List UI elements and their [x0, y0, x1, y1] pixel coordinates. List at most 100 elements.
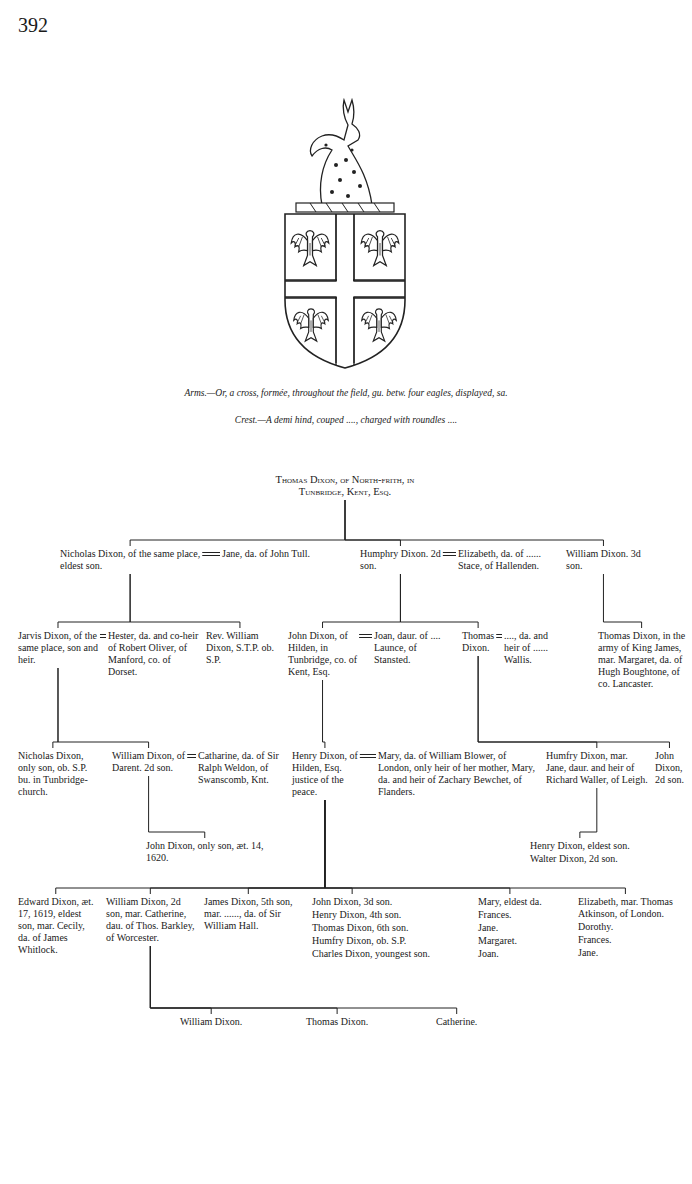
pedigree-line [53, 668, 58, 748]
pedigree-entry: William Dixon, of Darent. 2d son. [112, 750, 186, 774]
pedigree-line [400, 574, 478, 628]
pedigree-entry: Mary, da. of William Blower, of London, … [378, 750, 540, 798]
pedigree-entry: Edward Dixon, æt. 17, 1619, eldest son, … [18, 896, 98, 956]
pedigree-entry: Catharine, da. of Sir Ralph Weldon, of S… [198, 750, 286, 786]
pedigree-line [130, 574, 240, 628]
pedigree-entry: Jane. [478, 922, 570, 934]
person-text: ...., da. and heir of ...... Wallis. [504, 630, 562, 666]
person-text: Elizabeth, da. of ...... Stace, of Halle… [458, 548, 554, 572]
pedigree-line [478, 656, 597, 748]
pedigree-line [345, 500, 400, 546]
person-text: Frances. [578, 934, 688, 946]
pedigree-entry: Thomas Dixon, in the army of King James,… [598, 630, 688, 690]
person-text: Humphry Dixon. 2d son. [360, 548, 444, 572]
person-text: Nicholas Dixon, of the same place, eldes… [60, 548, 212, 572]
pedigree-entry: Elizabeth, mar. Thomas Atkinson, of Lond… [578, 896, 688, 920]
pedigree-entry: Humfry Dixon, ob. S.P. [312, 935, 462, 947]
pedigree-line [325, 800, 352, 894]
pedigree-entry: Jarvis Dixon, of the same place, son and… [18, 630, 100, 666]
pedigree-entry: Jane. [578, 947, 688, 959]
pedigree-entry: Thomas Dixon. [462, 630, 496, 654]
pedigree-line [202, 553, 220, 556]
pedigree-entry: John Dixon, of Hilden, in Tunbridge, co.… [288, 630, 364, 678]
pedigree-entry: Frances. [578, 934, 688, 946]
pedigree-line [443, 553, 456, 556]
arms-blazon: Arms.—Or, a cross, formée, throughout th… [20, 388, 672, 398]
person-text: William Dixon. [180, 1016, 270, 1028]
person-text: Humfry Dixon, mar. Jane, daur. and heir … [546, 750, 650, 786]
pedigree-line [359, 635, 372, 638]
page-number: 392 [18, 14, 78, 37]
person-text: Thomas Dixon. [306, 1016, 396, 1028]
pedigree-entry: Margaret. [478, 935, 570, 947]
pedigree-line [323, 574, 401, 628]
pedigree-entry: William Dixon, 2d son, mar. Catherine, d… [106, 896, 196, 944]
person-text: John Dixon, of Hilden, in Tunbridge, co.… [288, 630, 364, 678]
pedigree-entry: William Dixon. [180, 1016, 270, 1028]
person-text: William Dixon, of Darent. 2d son. [112, 750, 186, 774]
pedigree-entry: ...., da. and heir of ...... Wallis. [504, 630, 562, 666]
person-text: Joan, daur. of .... Launce, of Stansted. [374, 630, 454, 666]
person-text: Elizabeth, mar. Thomas Atkinson, of Lond… [578, 896, 688, 920]
pedigree-entry: Charles Dixon, youngest son. [312, 948, 462, 960]
person-text: Thomas Dixon, in the army of King James,… [598, 630, 688, 690]
person-text: James Dixon, 5th son, mar. ......, da. o… [204, 896, 302, 932]
person-text: John Dixon, 2d son. [655, 750, 689, 786]
pedigree-line [325, 800, 510, 894]
person-text: Thomas Dixon. [462, 630, 496, 654]
pedigree-entry: John Dixon, only son, æt. 14, 1620. [146, 840, 266, 864]
pedigree-entry: Rev. William Dixon, S.T.P. ob. S.P. [206, 630, 280, 666]
person-text: Jane, da. of John Tull. [222, 548, 330, 560]
pedigree-line [56, 800, 325, 894]
pedigree-entry: Walter Dixon, 2d son. [530, 853, 670, 865]
person-text: Catharine, da. of Sir Ralph Weldon, of S… [198, 750, 286, 786]
pedigree-line [187, 755, 196, 758]
pedigree-line [58, 574, 130, 628]
person-text: William Dixon. 3d son. [566, 548, 642, 572]
person-text: Jane. [478, 922, 570, 934]
pedigree-entry: Nicholas Dixon, of the same place, eldes… [60, 548, 212, 572]
pedigree-line [149, 776, 205, 838]
pedigree-entry: William Dixon. 3d son. [566, 548, 642, 572]
person-text: Thomas Dixon, of North-frith, in Tunbrid… [262, 474, 428, 498]
person-text: Frances. [478, 909, 570, 921]
pedigree-entry: Henry Dixon, of Hilden, Esq. justice of … [292, 750, 370, 798]
pedigree-line [323, 680, 325, 748]
pedigree-line [496, 635, 502, 638]
person-text: Henry Dixon, eldest son. [530, 840, 670, 852]
pedigree-line [580, 788, 597, 838]
person-text: Walter Dixon, 2d son. [530, 853, 670, 865]
pedigree-entry: Joan. [478, 948, 570, 960]
pedigree-entry: Hester, da. and co-heir of Robert Oliver… [108, 630, 200, 678]
pedigree-entry: Humfry Dixon, mar. Jane, daur. and heir … [546, 750, 650, 786]
pedigree-entry: Humphry Dixon. 2d son. [360, 548, 444, 572]
pedigree-line [100, 635, 106, 638]
pedigree-entry: James Dixon, 5th son, mar. ......, da. o… [204, 896, 302, 932]
person-text: Henry Dixon, of Hilden, Esq. justice of … [292, 750, 370, 798]
pedigree-entry: Henry Dixon, eldest son. [530, 840, 670, 852]
pedigree-line [150, 946, 337, 1014]
pedigree-line [150, 946, 211, 1014]
person-text: Dorothy. [578, 921, 688, 933]
person-text: William Dixon, 2d son, mar. Catherine, d… [106, 896, 196, 944]
person-text: Rev. William Dixon, S.T.P. ob. S.P. [206, 630, 280, 666]
person-text: Nicholas Dixon, only son, ob. S.P. bu. i… [18, 750, 102, 798]
pedigree-entry: Elizabeth, da. of ...... Stace, of Halle… [458, 548, 554, 572]
pedigree-entry: John Dixon, 3d son. [312, 896, 462, 908]
pedigree-line [130, 500, 345, 546]
pedigree-entry: Henry Dixon, 4th son. [312, 909, 462, 921]
pedigree-line [58, 668, 149, 748]
pedigree-entry: Mary, eldest da. [478, 896, 570, 908]
pedigree-entry: Thomas Dixon. [306, 1016, 396, 1028]
person-text: Thomas Dixon, 6th son. [312, 922, 462, 934]
pedigree-entry: Thomas Dixon, of North-frith, in Tunbrid… [262, 474, 428, 498]
pedigree-entry: Jane, da. of John Tull. [222, 548, 330, 560]
pedigree-entry: John Dixon, 2d son. [655, 750, 689, 786]
pedigree-entry: Dorothy. [578, 921, 688, 933]
person-text: Jarvis Dixon, of the same place, son and… [18, 630, 100, 666]
pedigree-entry: Thomas Dixon, 6th son. [312, 922, 462, 934]
person-text: Catherine. [436, 1016, 516, 1028]
person-text: Mary, da. of William Blower, of London, … [378, 750, 540, 798]
